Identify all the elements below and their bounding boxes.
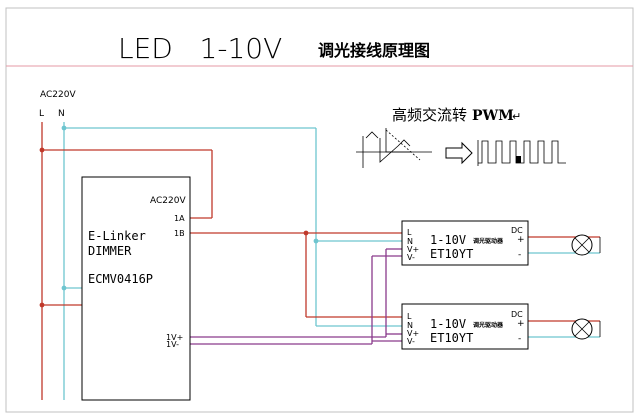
driver-2-pin-vp: V+ [407,329,419,338]
pwm-caption-cn: 高频交流转 [392,106,467,124]
driver-2-minus: - [518,334,521,344]
lamp-1-icon [571,234,593,256]
dimmer-pin-1b: 1B [174,229,185,238]
dimmer-type: DIMMER [88,244,132,258]
dimmer-module: AC220V E-Linker DIMMER ECMV0416P 1A 1B 1… [81,176,191,401]
driver-1-dc: DC [511,226,523,235]
supply-n-label: N [58,109,65,119]
driver-2-plus: + [517,319,525,329]
driver-1-pin-l: L [407,228,412,237]
driver-1-plus: + [517,235,525,245]
driver-1-minus: - [518,250,521,260]
driver-1-pin-n: N [407,237,413,246]
driver-1-pin-vm: V- [407,253,415,262]
pwm-caption-en: PWM [472,108,514,124]
driver-2: L N V+ V- 1-10V 调光驱动器 ET10YT DC + - [401,303,529,350]
driver-2-pin-n: N [407,321,413,330]
driver-1-pin-vp: V+ [407,245,419,254]
driver-2-title: 1-10V [430,317,466,331]
dimmer-pin-1a: 1A [174,214,185,223]
driver-1-title: 1-10V [430,233,466,247]
dimmer-brand: E-Linker [88,229,146,243]
driver-1-title-cn: 调光驱动器 [473,237,504,245]
dimmer-model: ECMV0416P [88,272,153,286]
driver-2-dc: DC [511,310,523,319]
dimmer-pin-1v-minus: 1V- [166,340,179,349]
driver-1: L N V+ V- 1-10V 调光驱动器 ET10YT DC + - [401,220,529,266]
title-chinese: 调光接线原理图 [318,41,430,60]
outer-frame [5,7,634,413]
driver-2-pin-vm: V- [407,337,415,346]
pwm-waveform [477,140,566,166]
driver-2-pin-l: L [407,312,412,321]
driver-2-title-cn: 调光驱动器 [473,321,504,329]
driver-1-model: ET10YT [430,247,473,261]
phase-cut-waveform [356,128,432,168]
supply-voltage-label: AC220V [40,90,76,100]
driver-2-model: ET10YT [430,331,473,345]
return-mark-icon: ↵ [512,110,521,123]
lamp-2-icon [571,318,593,340]
arrow-right-icon [445,141,473,165]
dim-signal-wires [190,248,402,345]
title-latin: LED 1-10V [118,32,282,65]
dimmer-pin-1v-plus: 1V+ [166,333,183,342]
supply-l-label: L [39,109,44,119]
neutral-wires [61,122,402,400]
dimmer-ac-label: AC220V [150,196,186,206]
